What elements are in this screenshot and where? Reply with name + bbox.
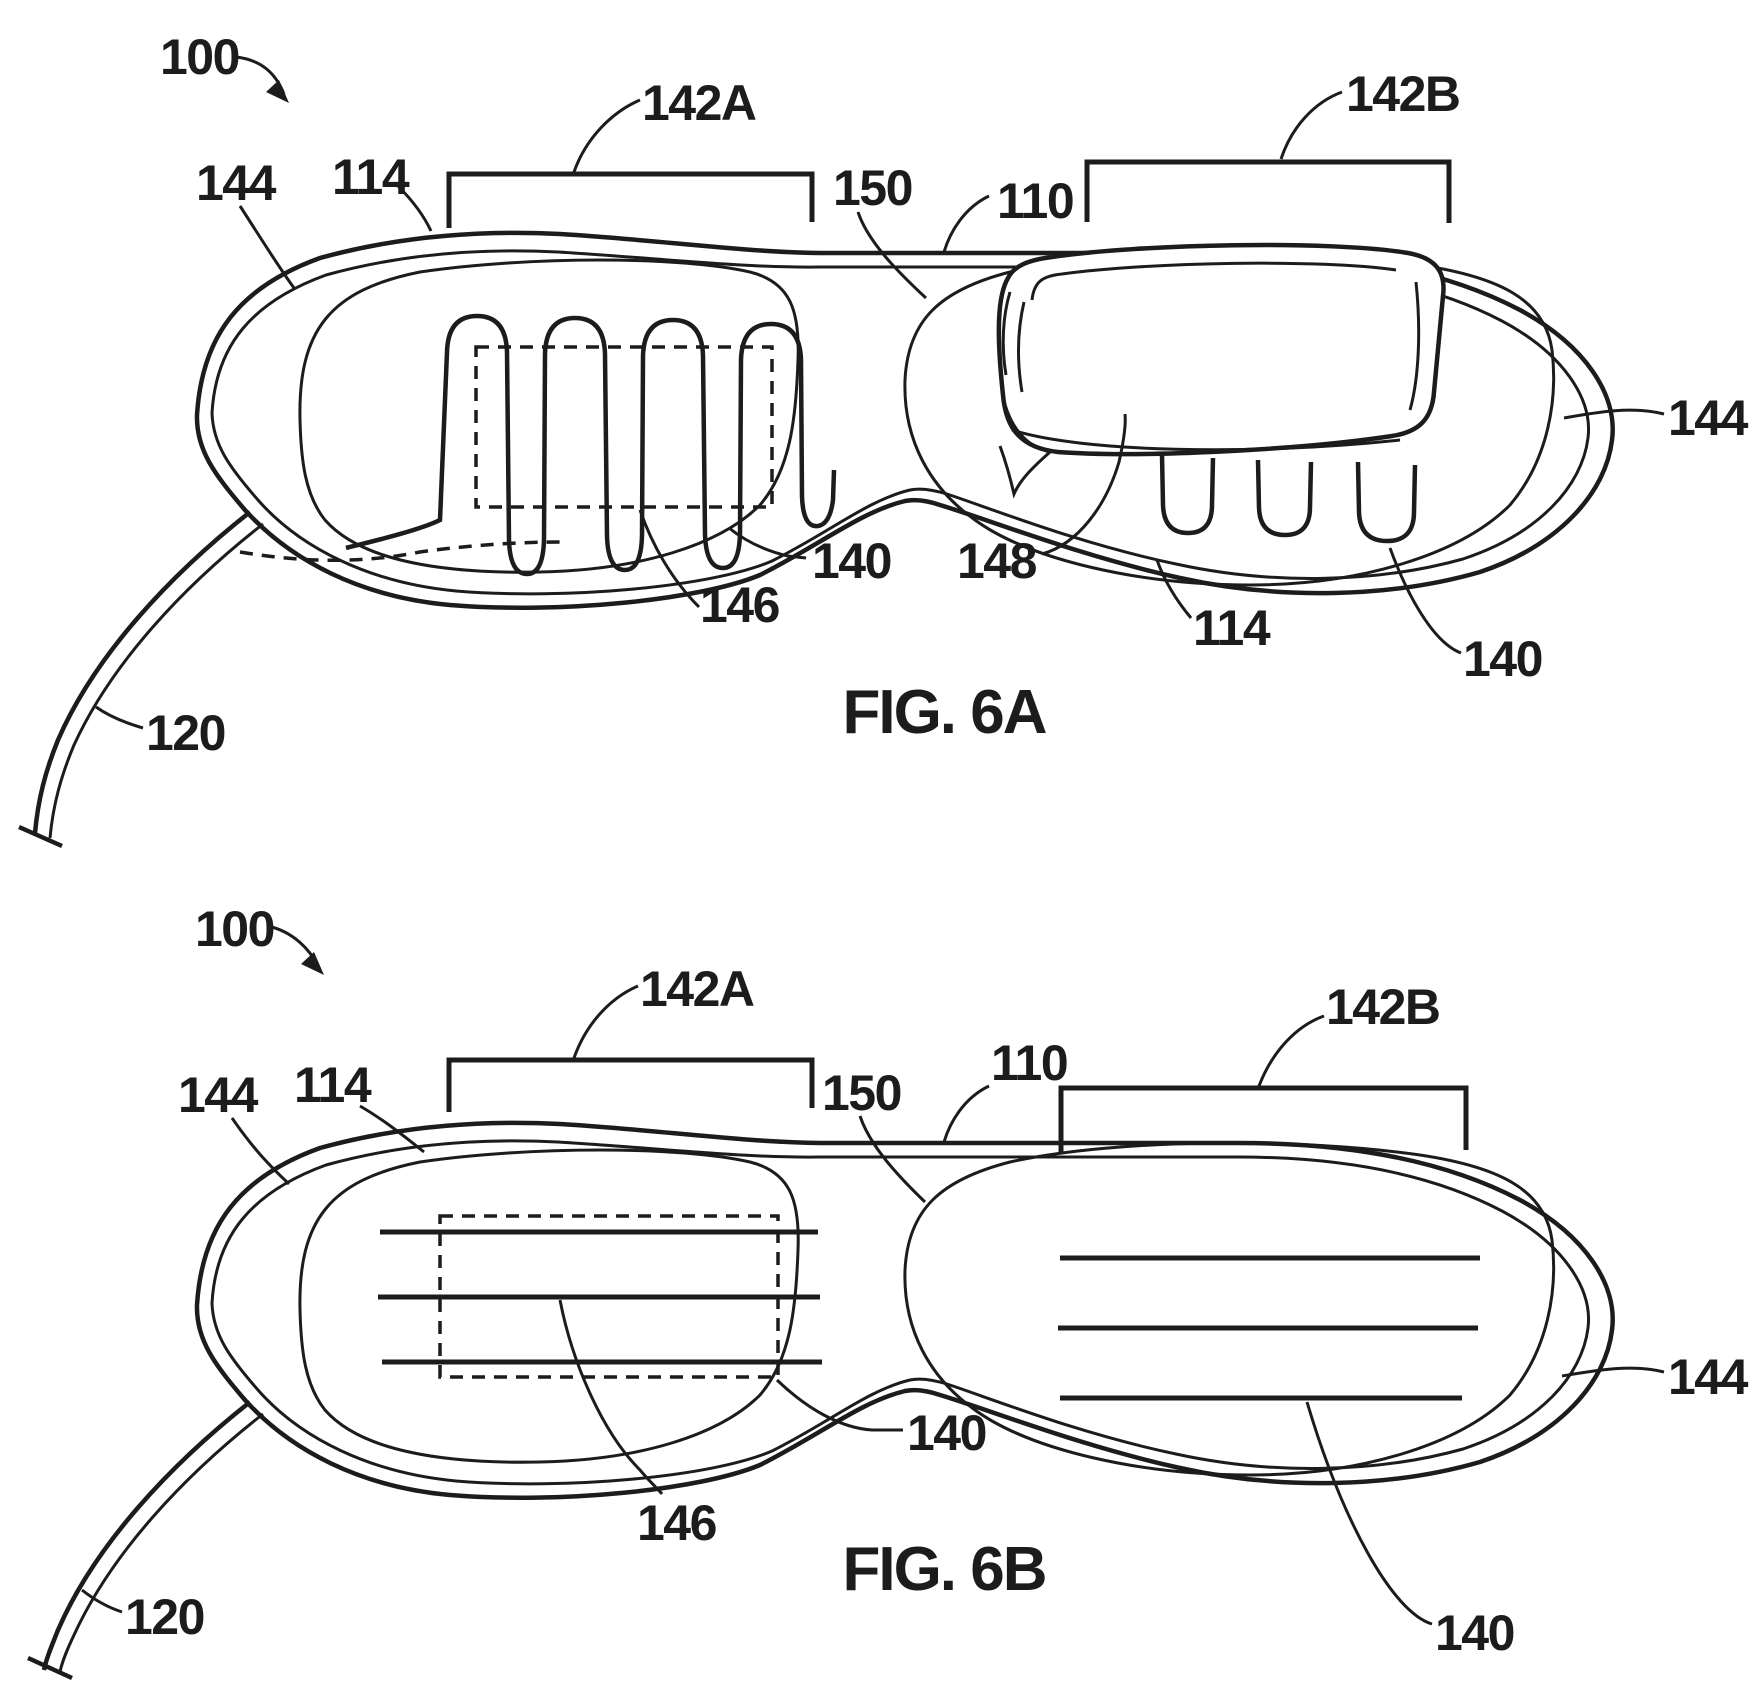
pad-outline (996, 242, 1446, 457)
ref-110: 110 (991, 1035, 1067, 1091)
figure-6a-caption: FIG. 6A (842, 678, 1046, 747)
heater-zone-dashed-rect (438, 1214, 780, 1379)
bracket-142B (1058, 1085, 1469, 1152)
strap-outer-line (32, 510, 252, 834)
pad-inner-seam (1030, 261, 1397, 301)
leader-142B (1257, 1014, 1325, 1087)
ref-144-left: 144 (178, 1067, 259, 1123)
mask-inner-outline (210, 1139, 1591, 1486)
leader-120 (95, 705, 144, 730)
heater-zone-dashed-rect (474, 345, 774, 509)
figure-6a: 100 142A 150 110 142B 144 114 146 140 14… (18, 29, 1750, 849)
bracket-142A (446, 171, 815, 228)
bracket-142A (446, 1057, 815, 1112)
ref-144-right: 144 (1668, 1349, 1749, 1405)
leader-110 (942, 194, 990, 253)
ref-120: 120 (146, 705, 225, 761)
ref-100: 100 (195, 901, 274, 957)
ref-142A: 142A (642, 75, 756, 131)
leader-148 (1041, 413, 1127, 556)
figure-6b: 100 142A 150 110 142B 144 114 146 140 14… (27, 901, 1750, 1681)
arrowhead-100 (301, 952, 324, 975)
leader-142A (572, 98, 641, 173)
ref-110: 110 (997, 173, 1073, 229)
ref-114-left: 114 (332, 149, 410, 205)
ref-140-left: 140 (907, 1405, 986, 1461)
left-lens-outline (298, 1148, 800, 1464)
ref-150: 150 (833, 160, 912, 216)
ref-100: 100 (160, 29, 239, 85)
arrowhead-100 (266, 80, 289, 103)
ref-148: 148 (957, 533, 1037, 589)
right-lens-outline (903, 1141, 1556, 1477)
pad-corner-drape (998, 391, 1054, 499)
strap-inner-line (48, 522, 264, 839)
ref-144-right: 144 (1668, 390, 1749, 446)
hidden-edge-dashed-line (239, 540, 561, 562)
leader-114-bottom (1155, 559, 1193, 619)
pad-finger-loop-3 (1355, 461, 1418, 544)
ref-146: 146 (637, 1495, 716, 1551)
leader-114-left (359, 1104, 425, 1154)
left-lens-outline (298, 258, 800, 574)
leader-114-left (396, 184, 433, 232)
leader-120 (81, 1588, 123, 1614)
mask-outer-outline (194, 230, 1615, 610)
ref-140-right: 140 (1463, 631, 1542, 687)
strap-inner-line (58, 1412, 264, 1673)
leader-144-right (1561, 1366, 1665, 1378)
leader-150 (856, 211, 928, 300)
mask-inner-outline (210, 249, 1591, 596)
leader-142A (572, 984, 639, 1059)
bracket-142B (1084, 159, 1452, 223)
ref-142B: 142B (1346, 66, 1460, 122)
strap-outer-line (41, 1400, 252, 1671)
leader-140-left (728, 526, 807, 560)
mask-outer-outline (194, 1120, 1615, 1500)
pad-finger-loop-2 (1255, 459, 1314, 538)
ref-144-left: 144 (196, 155, 277, 211)
pad-left-crumple-1 (1001, 291, 1012, 376)
pad-bottom-roll (1011, 428, 1401, 452)
pad-finger-loop-1 (1159, 454, 1216, 536)
leader-142B (1279, 90, 1343, 160)
strap-end-cap (18, 824, 63, 849)
leader-140-right (1388, 547, 1462, 655)
leader-146 (638, 509, 701, 609)
ref-142A: 142A (640, 961, 754, 1017)
ref-140-left: 140 (812, 533, 891, 589)
ref-142B: 142B (1326, 979, 1440, 1035)
leader-140-left (775, 1378, 903, 1432)
ref-146: 146 (700, 577, 779, 633)
leader-144-left (238, 205, 296, 289)
strap-end-cap (27, 1655, 73, 1681)
ref-140-right: 140 (1435, 1605, 1514, 1661)
leader-140-right (1305, 1401, 1433, 1626)
ref-120: 120 (125, 1589, 204, 1645)
ref-114-bottom: 114 (1193, 600, 1271, 656)
ref-114-left: 114 (294, 1057, 372, 1113)
pad-left-crumple-2 (1017, 301, 1026, 393)
pad-right-crease (1408, 281, 1421, 411)
leader-146 (558, 1299, 664, 1495)
leader-144-left (230, 1117, 291, 1186)
serpentine-heating-element (345, 313, 837, 577)
figure-6b-caption: FIG. 6B (842, 1535, 1045, 1604)
ref-150: 150 (822, 1065, 901, 1121)
leader-150 (858, 1115, 927, 1204)
leader-110 (942, 1084, 990, 1143)
leader-144-right (1563, 408, 1665, 420)
